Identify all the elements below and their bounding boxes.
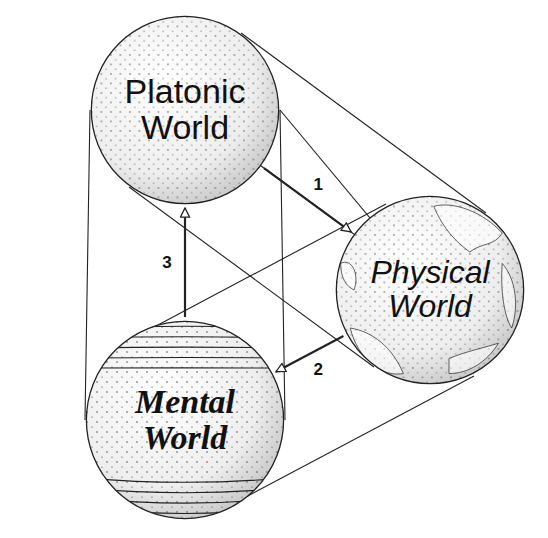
sphere-stipple	[91, 16, 278, 203]
continent-outline	[502, 263, 516, 328]
mental-band	[85, 337, 285, 338]
mental-band	[85, 347, 285, 349]
continent-outline	[449, 343, 498, 373]
sphere-outline	[91, 16, 278, 203]
sphere-outline	[336, 196, 523, 383]
mental-band	[85, 357, 285, 359]
world-name: Mental World	[105, 384, 265, 455]
influence-arrow	[184, 208, 186, 317]
world-name: Physical World	[354, 256, 506, 323]
mental-band	[85, 326, 285, 328]
platonic-sphere: Platonic World	[90, 15, 280, 205]
callout-number: 3	[159, 253, 174, 273]
sphere-stipple	[86, 321, 283, 518]
mental-band	[85, 498, 285, 503]
sphere-shade	[91, 16, 278, 203]
sphere-shade	[86, 321, 283, 518]
mental-band	[85, 478, 285, 482]
physical-sphere: Physical World	[335, 195, 525, 385]
sphere-stipple	[336, 196, 523, 383]
callout-number: 1	[310, 175, 325, 195]
mental-band	[85, 367, 285, 368]
sphere-detail	[85, 326, 285, 524]
callout-number: 2	[310, 360, 325, 380]
mental-sphere: Mental World	[85, 320, 285, 520]
continent-outline	[434, 205, 502, 252]
mental-band	[85, 508, 285, 514]
sphere-detail	[341, 205, 516, 374]
continent-outline	[341, 262, 356, 290]
sphere-shade	[336, 196, 523, 383]
sphere-outline	[86, 321, 283, 518]
world-name: Platonic World	[109, 74, 261, 145]
influence-arrow	[264, 168, 351, 232]
